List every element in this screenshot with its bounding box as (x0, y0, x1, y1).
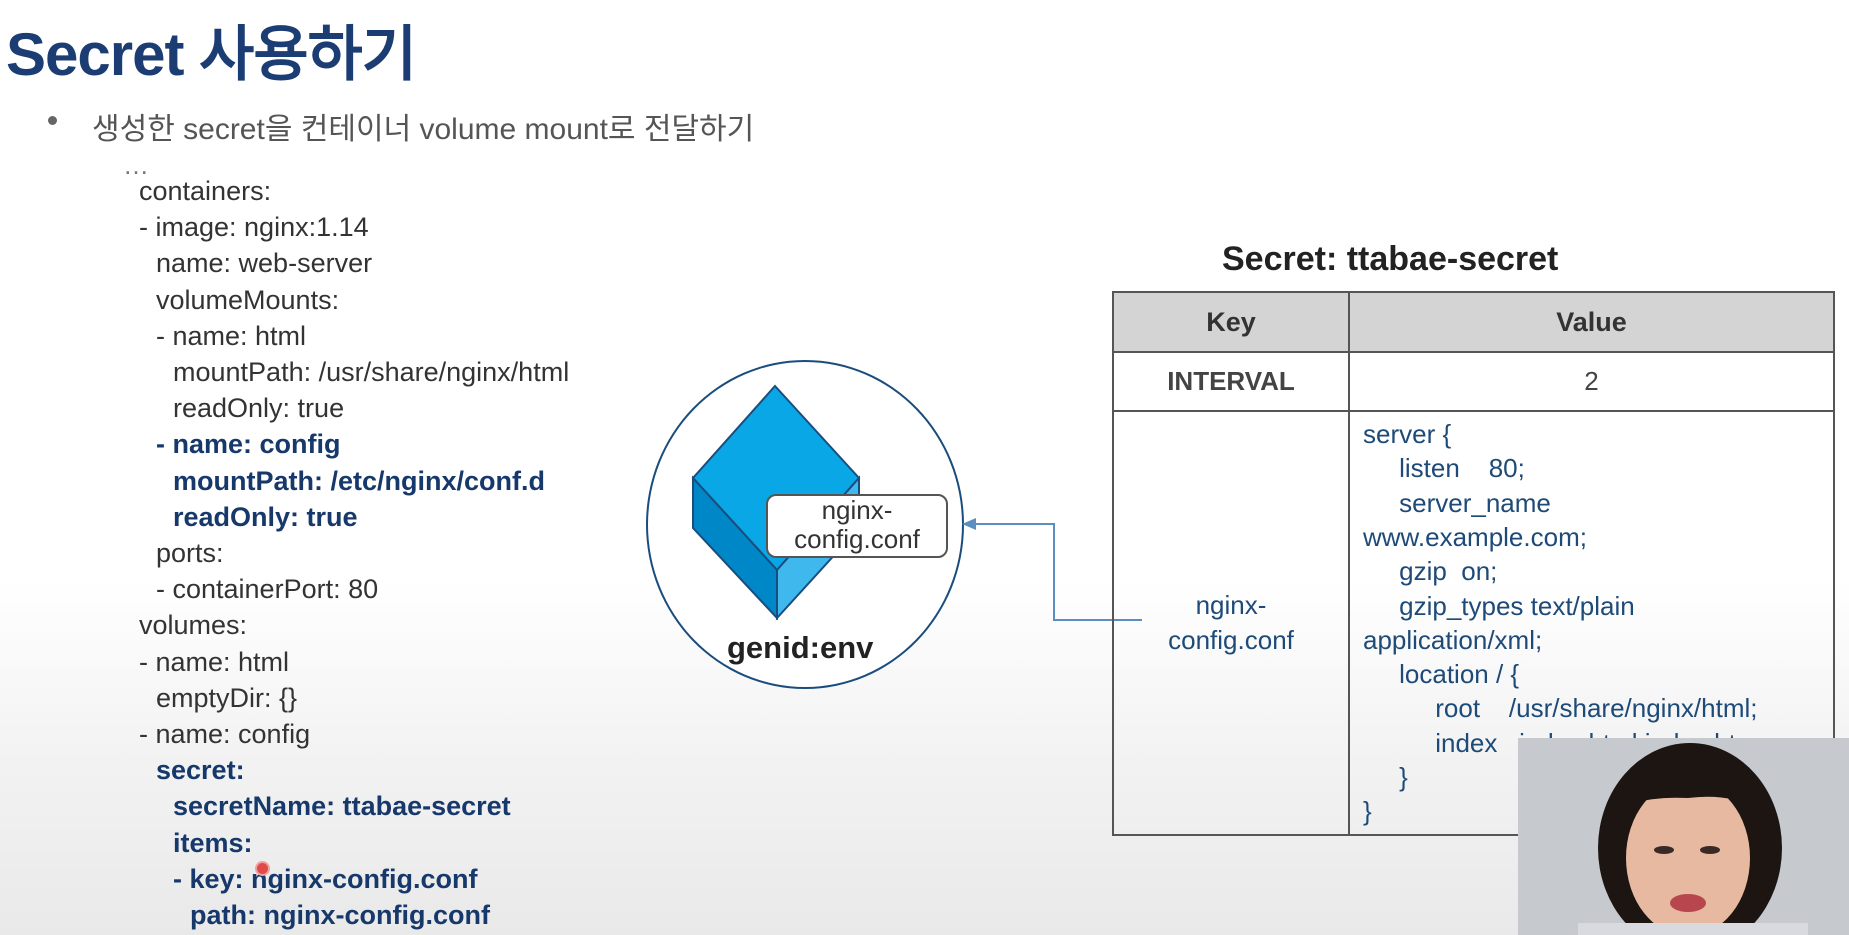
slide-title: Secret 사용하기 (6, 21, 417, 88)
table-row: INTERVAL 2 (1112, 351, 1835, 412)
code-line: containers: (139, 176, 272, 206)
code-line: secret: (156, 755, 245, 786)
key-cell: nginx- config.conf (1112, 410, 1350, 836)
value-line: } (1363, 796, 1372, 827)
presenter-webcam (1518, 738, 1849, 935)
key-cell: INTERVAL (1112, 351, 1350, 412)
code-line: mountPath: /etc/nginx/conf.d (173, 465, 545, 496)
value-line: www.example.com; (1363, 521, 1587, 552)
secret-table: Key Value INTERVAL 2 nginx- config.conf … (1112, 291, 1835, 836)
value-line: } (1363, 762, 1408, 792)
code-line: secretName: ttabae-secret (173, 791, 511, 822)
key-line1: nginx- (1195, 590, 1267, 620)
header-value: Value (1348, 291, 1835, 353)
value-line: location / { (1363, 659, 1520, 690)
config-file-box: nginx- config.conf (766, 494, 948, 558)
value-line: application/xml; (1363, 624, 1543, 655)
config-file-label-line1: nginx- (821, 495, 893, 525)
code-line: emptyDir: {} (156, 682, 298, 713)
code-line: ports: (156, 538, 224, 568)
code-line: - name: config (139, 719, 311, 749)
code-line: - name: html (139, 646, 290, 677)
code-line: readOnly: true (173, 393, 345, 424)
code-line: volumes: (139, 610, 248, 641)
code-line: mountPath: /usr/share/nginx/html (173, 357, 570, 387)
config-file-label-line2: config.conf (794, 524, 920, 554)
value-line: gzip_types text/plain (1363, 590, 1635, 621)
header-key: Key (1112, 291, 1350, 353)
code-line: readOnly: true (173, 501, 358, 532)
pointer-cursor-icon (255, 861, 270, 876)
code-line: - image: nginx:1.14 (139, 212, 369, 243)
value-line: server { (1363, 419, 1452, 449)
value-line: gzip on; (1363, 556, 1498, 587)
code-line: - name: config (156, 429, 341, 460)
code-line: volumeMounts: (156, 284, 340, 315)
code-line: - containerPort: 80 (156, 574, 379, 605)
value-line: listen 80; (1363, 453, 1525, 484)
container-label: genid:env (727, 630, 874, 665)
code-line: items: (173, 827, 253, 858)
code-line: - name: html (156, 320, 307, 351)
value-cell: 2 (1348, 351, 1835, 412)
bullet-dot-icon (48, 116, 57, 125)
secret-table-header: Key Value (1112, 291, 1835, 353)
secret-title: Secret: ttabae-secret (1222, 240, 1559, 278)
code-line: path: nginx-config.conf (190, 900, 490, 930)
mount-arrow-icon (962, 518, 1142, 621)
code-ellipsis: … (123, 150, 149, 180)
value-line: server_name (1363, 487, 1551, 518)
key-line2: config.conf (1168, 625, 1294, 655)
code-line: name: web-server (156, 248, 373, 279)
code-line: - key: nginx-config.conf (173, 863, 478, 894)
bullet-text: 생성한 secret을 컨테이너 volume mount로 전달하기 (92, 113, 755, 146)
presenter-video-image (1518, 738, 1849, 935)
value-line: root /usr/share/nginx/html; (1363, 693, 1758, 724)
